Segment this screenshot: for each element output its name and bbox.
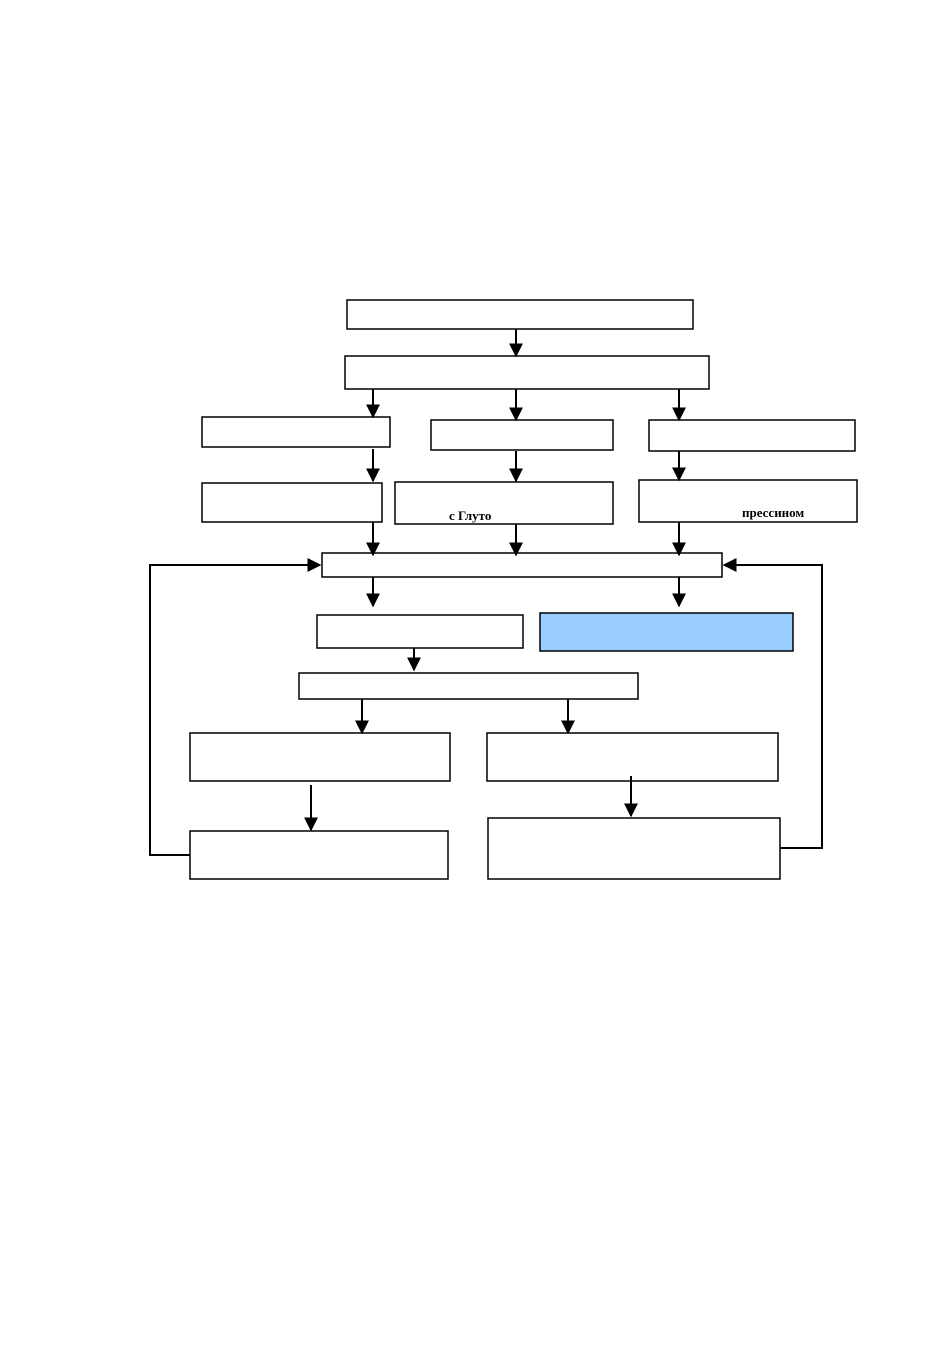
box-combine <box>298 672 639 700</box>
feedback-loop-right <box>722 558 823 849</box>
box-step-right <box>638 479 858 523</box>
box-level2 <box>344 355 710 390</box>
box-branch-center <box>430 419 614 451</box>
box-top <box>346 299 694 330</box>
box-step-center-label: с Глуто <box>449 508 491 523</box>
box-merge <box>321 552 723 578</box>
box-outcome-right <box>486 732 779 782</box>
feedback-loop-left <box>149 558 322 856</box>
box-outcome-left <box>189 732 451 782</box>
box-step-left <box>201 482 383 523</box>
box-branch-left <box>201 416 391 448</box>
box-result-left <box>316 614 524 649</box>
box-step-right-label: прессином <box>742 505 804 520</box>
box-result-right-highlight <box>539 612 794 652</box>
box-step-center <box>394 481 614 525</box>
box-final-left <box>189 830 449 880</box>
box-final-right <box>487 817 781 880</box>
box-branch-right <box>648 419 856 452</box>
